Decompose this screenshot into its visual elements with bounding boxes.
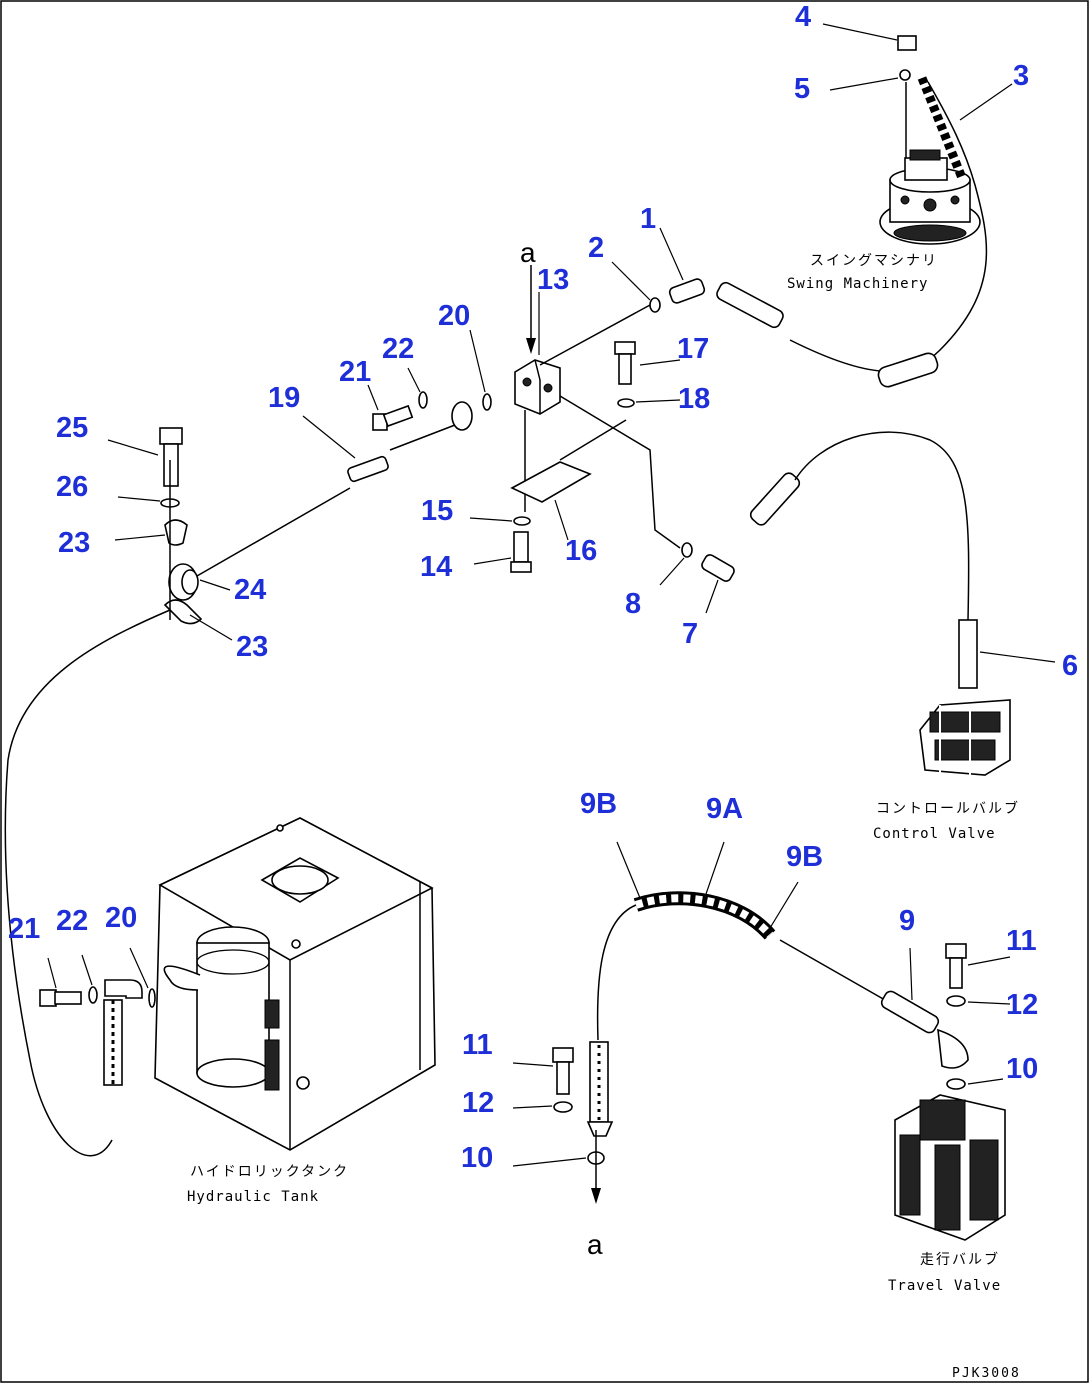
bolt-11-right [945, 943, 967, 989]
hose-9 [586, 891, 969, 1137]
callout-2: 2 [588, 232, 604, 264]
hose-3 [716, 76, 988, 388]
connection-mark-bottom: a [587, 1229, 603, 1260]
washer-15 [513, 516, 531, 526]
callout-13: 13 [537, 264, 569, 296]
callout-16: 16 [565, 535, 597, 567]
swing-machinery-label-en: Swing Machinery [787, 276, 928, 292]
callout-18: 18 [678, 383, 710, 415]
o-ring-8 [681, 542, 693, 558]
washer-22 [418, 391, 428, 409]
hydraulic-tank-label-jp: ハイドロリックタンク [190, 1164, 349, 1180]
callout-21-lower: 21 [8, 913, 40, 945]
bolt-25 [159, 427, 183, 487]
callout-12-left: 12 [462, 1087, 494, 1119]
o-ring-20-lower [148, 988, 156, 1008]
callout-6: 6 [1062, 650, 1078, 682]
callout-7: 7 [682, 618, 698, 650]
callout-4: 4 [795, 1, 811, 33]
travel-valve-label-jp: 走行バルブ [920, 1251, 1000, 1268]
callout-12-right: 12 [1006, 989, 1038, 1021]
control-valve-label-jp: コントロールバルブ [876, 800, 1020, 817]
elbow-fitting-7 [701, 554, 735, 582]
callout-1: 1 [640, 203, 656, 235]
travel-valve-label-en: Travel Valve [888, 1278, 1001, 1294]
callout-11-left: 11 [462, 1029, 493, 1061]
callout-8: 8 [625, 588, 641, 620]
callout-26: 26 [56, 471, 88, 503]
callout-19: 19 [268, 382, 300, 414]
elbow-fitting-4 [897, 35, 917, 51]
clamp-23-upper [164, 519, 188, 546]
washer-18 [617, 398, 635, 408]
bolt-11-left [552, 1047, 574, 1095]
leader-lines [47, 23, 1056, 1167]
junction-block-13 [514, 304, 651, 512]
callout-25: 25 [56, 412, 88, 444]
hydraulic-tank [154, 817, 436, 1151]
washer-22-lower [88, 986, 98, 1004]
callout-5: 5 [794, 73, 810, 105]
suction-hose-loop [4, 609, 171, 1157]
callout-14: 14 [420, 551, 452, 583]
callout-9: 9 [899, 905, 915, 937]
callout-3: 3 [1013, 60, 1029, 92]
callout-20-lower: 20 [105, 902, 137, 934]
o-ring-5 [899, 69, 911, 81]
callout-22-lower: 22 [56, 905, 88, 937]
bolt-21 [372, 404, 414, 431]
callout-9B-right: 9B [786, 841, 823, 873]
callout-10-right: 10 [1006, 1053, 1038, 1085]
callout-23-lower: 23 [236, 631, 268, 663]
callout-9A: 9A [706, 793, 743, 825]
callout-22: 22 [382, 333, 414, 365]
control-valve-label-en: Control Valve [873, 826, 996, 842]
callout-23-upper: 23 [58, 527, 90, 559]
control-valve [919, 699, 1011, 776]
bolt-14 [510, 531, 532, 573]
o-ring-10-right [946, 1078, 966, 1090]
hose-6 [749, 431, 978, 689]
bracket-16 [510, 461, 592, 503]
swing-machinery-label-jp: スイングマシナリ [810, 253, 938, 269]
travel-valve [894, 1094, 1006, 1241]
callout-20: 20 [438, 300, 470, 332]
connection-mark-top: a [520, 237, 536, 268]
pipe-19 [347, 401, 473, 483]
callout-11-right: 11 [1006, 925, 1037, 957]
o-ring-20 [482, 393, 492, 411]
o-ring-2 [649, 297, 661, 313]
elbow-hose-lower [103, 979, 143, 1086]
bolt-21-lower [39, 989, 82, 1007]
washer-12-right [946, 995, 966, 1007]
bolt-17 [614, 341, 636, 385]
hydraulic-tank-label-en: Hydraulic Tank [187, 1189, 319, 1205]
callout-15: 15 [421, 495, 453, 527]
drawing-code: PJK3008 [952, 1366, 1021, 1381]
callout-10-left: 10 [461, 1142, 493, 1174]
washer-12-left [553, 1101, 573, 1113]
clamp-23-lower [163, 599, 203, 625]
callout-21: 21 [339, 356, 371, 388]
callout-24: 24 [234, 574, 266, 606]
callout-17: 17 [677, 333, 709, 365]
swing-machinery [879, 82, 981, 245]
callout-9B-left: 9B [580, 788, 617, 820]
elbow-fitting-1 [668, 278, 706, 304]
